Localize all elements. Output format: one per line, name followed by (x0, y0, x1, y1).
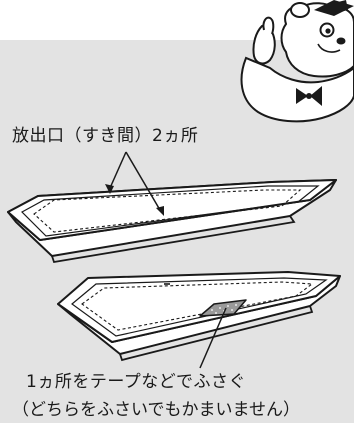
tape-instruction-line2: （どちらをふさいでもかまいません） (12, 400, 300, 420)
vent-opening-label: 放出口（すき間）2ヵ所 (12, 126, 199, 146)
tape-instruction-line1: 1ヵ所をテープなどでふさぐ (26, 372, 246, 392)
